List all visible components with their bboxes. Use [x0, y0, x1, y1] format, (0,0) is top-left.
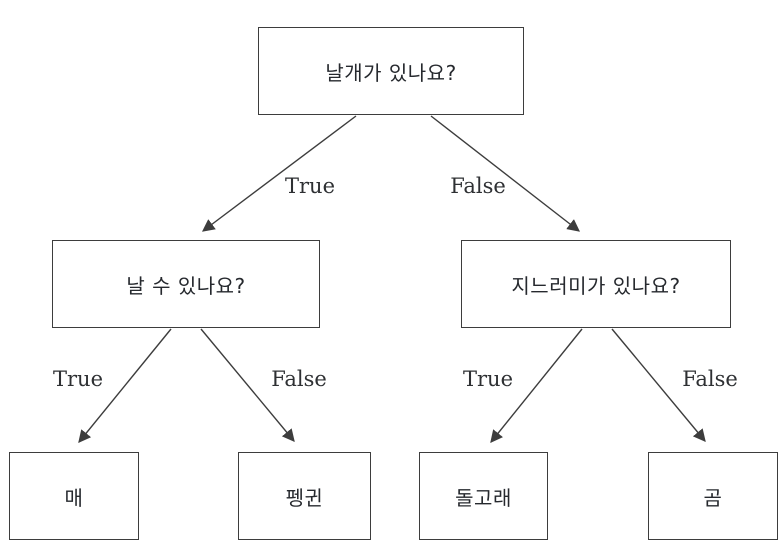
leaf-node-bear-label: 곰 [703, 485, 723, 510]
node-root-question-label: 날개가 있나요? [325, 60, 457, 85]
edge-label-root-true: True [285, 174, 335, 198]
leaf-node-dolphin: 돌고래 [419, 452, 548, 540]
leaf-node-bear: 곰 [648, 452, 778, 540]
leaf-node-penguin: 펭귄 [238, 452, 371, 540]
edge-label-right-true: True [463, 367, 513, 391]
leaf-node-penguin-label: 펭귄 [285, 485, 324, 510]
leaf-node-hawk: 매 [9, 452, 139, 540]
edge-label-right-false: False [682, 367, 738, 391]
leaf-node-hawk-label: 매 [64, 485, 84, 510]
edge-label-root-false: False [450, 174, 506, 198]
edge-label-left-true: True [53, 367, 103, 391]
node-has-fins-question: 지느러미가 있나요? [461, 240, 731, 328]
node-root-question: 날개가 있나요? [258, 27, 524, 115]
node-has-fins-question-label: 지느러미가 있나요? [511, 273, 681, 298]
leaf-node-dolphin-label: 돌고래 [455, 485, 512, 510]
node-can-fly-question-label: 날 수 있나요? [126, 273, 246, 298]
node-can-fly-question: 날 수 있나요? [52, 240, 320, 328]
edge-label-left-false: False [271, 367, 327, 391]
